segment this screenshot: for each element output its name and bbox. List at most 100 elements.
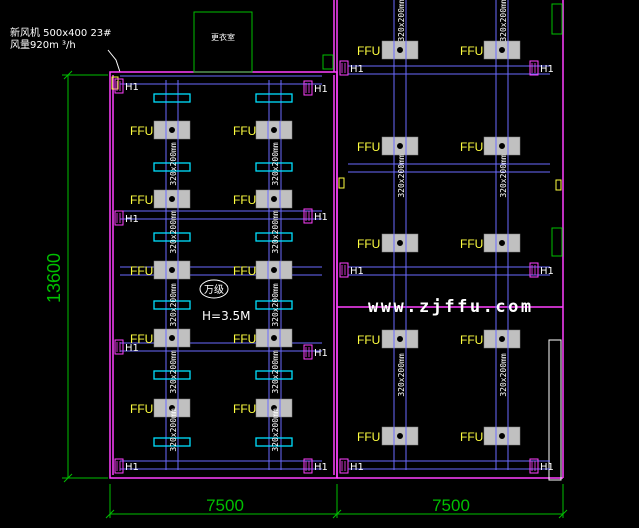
- ffu-connection: [271, 335, 277, 341]
- return-vent: [153, 232, 191, 242]
- outlet-frame: [529, 458, 539, 474]
- ffu-connection: [169, 267, 175, 273]
- ffu-label: FFU: [233, 264, 256, 278]
- return-vents: [153, 93, 293, 447]
- changing-room: [193, 11, 253, 73]
- ffu-label: FFU: [233, 124, 256, 138]
- duct-size-label: 320x200mm: [169, 408, 178, 452]
- duct-size-label: 320x200mm: [271, 142, 280, 186]
- dimension-lines: [62, 70, 568, 519]
- ffu-connection: [271, 196, 277, 202]
- ffu-label: FFU: [130, 124, 153, 138]
- return-vent: [153, 93, 191, 103]
- outlet-label: H1: [350, 266, 364, 277]
- return-vent: [153, 437, 191, 447]
- outlet-frame: [114, 458, 124, 474]
- dimension-13600: 13600: [44, 253, 64, 303]
- duct-size-label: 320x200mm: [499, 353, 508, 397]
- ffu-connection: [499, 47, 505, 53]
- changing-room-label: 更衣室: [211, 32, 235, 42]
- duct-size-label: 320x200mm: [271, 350, 280, 394]
- ffu-label: FFU: [357, 333, 380, 347]
- outlet-frame: [303, 458, 313, 474]
- ffu-connection: [271, 267, 277, 273]
- outlet-frame: [529, 262, 539, 278]
- ffu-label: FFU: [460, 430, 483, 444]
- ffu-connection: [271, 405, 277, 411]
- ffu-label: FFU: [460, 44, 483, 58]
- ffu-label: FFU: [130, 332, 153, 346]
- outlet-label: H1: [125, 343, 139, 354]
- ffu-label: FFU: [130, 193, 153, 207]
- cleanroom-class-label: 万级: [204, 284, 224, 296]
- ffu-connection: [397, 433, 403, 439]
- ffu-labels: FFU FFU FFU FFU FFU FFU FFU FFU FFU FFU FFU FFU FFU F…: [130, 44, 483, 444]
- duct-size-label: 320x200mm: [397, 353, 406, 397]
- outlet-label: H1: [314, 84, 328, 95]
- ffu-connection: [499, 143, 505, 149]
- ffu-label: FFU: [460, 237, 483, 251]
- ffu-connection: [169, 127, 175, 133]
- ffu-label: FFU: [357, 430, 380, 444]
- outlet-frame: [339, 458, 349, 474]
- ffu-label: FFU: [357, 44, 380, 58]
- outlet-frame: [303, 208, 313, 224]
- website-watermark: www.zjffu.com: [368, 297, 534, 317]
- duct-size-label: 320x200mm: [271, 408, 280, 452]
- duct-size-label: 320x200mm: [169, 283, 178, 327]
- outlet-frame: [303, 80, 313, 96]
- horizontal-ducts: [120, 65, 550, 470]
- return-vent: [153, 370, 191, 380]
- outlet-label: H1: [540, 64, 554, 75]
- ffu-connection: [169, 196, 175, 202]
- ffu-connection: [397, 143, 403, 149]
- air-volume-note: 风量920m ³/h: [10, 39, 76, 51]
- ffu-connection: [499, 433, 505, 439]
- outlet-label: H1: [540, 462, 554, 473]
- outlet-label: H1: [350, 64, 364, 75]
- ffu-connection: [169, 405, 175, 411]
- outlet-frame: [114, 210, 124, 226]
- outlet-frame: [114, 78, 124, 94]
- outlet-label: H1: [314, 462, 328, 473]
- duct-size-label: 320x200mm: [169, 210, 178, 254]
- ffu-connection: [271, 127, 277, 133]
- ffu-label: FFU: [233, 332, 256, 346]
- duct-size-label: 320x200mm: [169, 142, 178, 186]
- ffu-label: FFU: [460, 333, 483, 347]
- return-vent: [255, 162, 293, 172]
- return-vent: [255, 93, 293, 103]
- ffu-label: FFU: [130, 264, 153, 278]
- duct-labels: 320x200mm 320x200mm 320x200mm 320x200mm 320x…: [169, 0, 508, 452]
- cleanroom-class-marker: [199, 279, 229, 299]
- note-leader: [107, 49, 121, 73]
- ffu-label: FFU: [460, 140, 483, 154]
- duct-size-label: 320x200mm: [271, 283, 280, 327]
- return-vent: [255, 300, 293, 310]
- outlet-frame: [339, 60, 349, 76]
- ffu-label: FFU: [233, 402, 256, 416]
- outlet-label: H1: [125, 214, 139, 225]
- outlet-frame: [114, 339, 124, 355]
- return-vent: [255, 232, 293, 242]
- return-vent: [255, 437, 293, 447]
- outlet-frame: [529, 60, 539, 76]
- duct-size-label: 320x200mm: [499, 154, 508, 198]
- return-vent: [153, 162, 191, 172]
- ffu-label: FFU: [357, 237, 380, 251]
- outlet-label: H1: [314, 212, 328, 223]
- outlet-frame: [303, 344, 313, 360]
- return-vent: [255, 370, 293, 380]
- outlet-label: H1: [125, 82, 139, 93]
- outlet-label: H1: [540, 266, 554, 277]
- ffu-connection: [499, 336, 505, 342]
- outlet-label: H1: [125, 462, 139, 473]
- ffu-connection: [397, 336, 403, 342]
- ffu-units: [153, 40, 521, 446]
- duct-size-label: 320x200mm: [499, 0, 508, 42]
- ffu-label: FFU: [233, 193, 256, 207]
- ceiling-height-label: H=3.5M: [202, 309, 251, 323]
- ffu-connection: [397, 47, 403, 53]
- outlet-frame: [339, 262, 349, 278]
